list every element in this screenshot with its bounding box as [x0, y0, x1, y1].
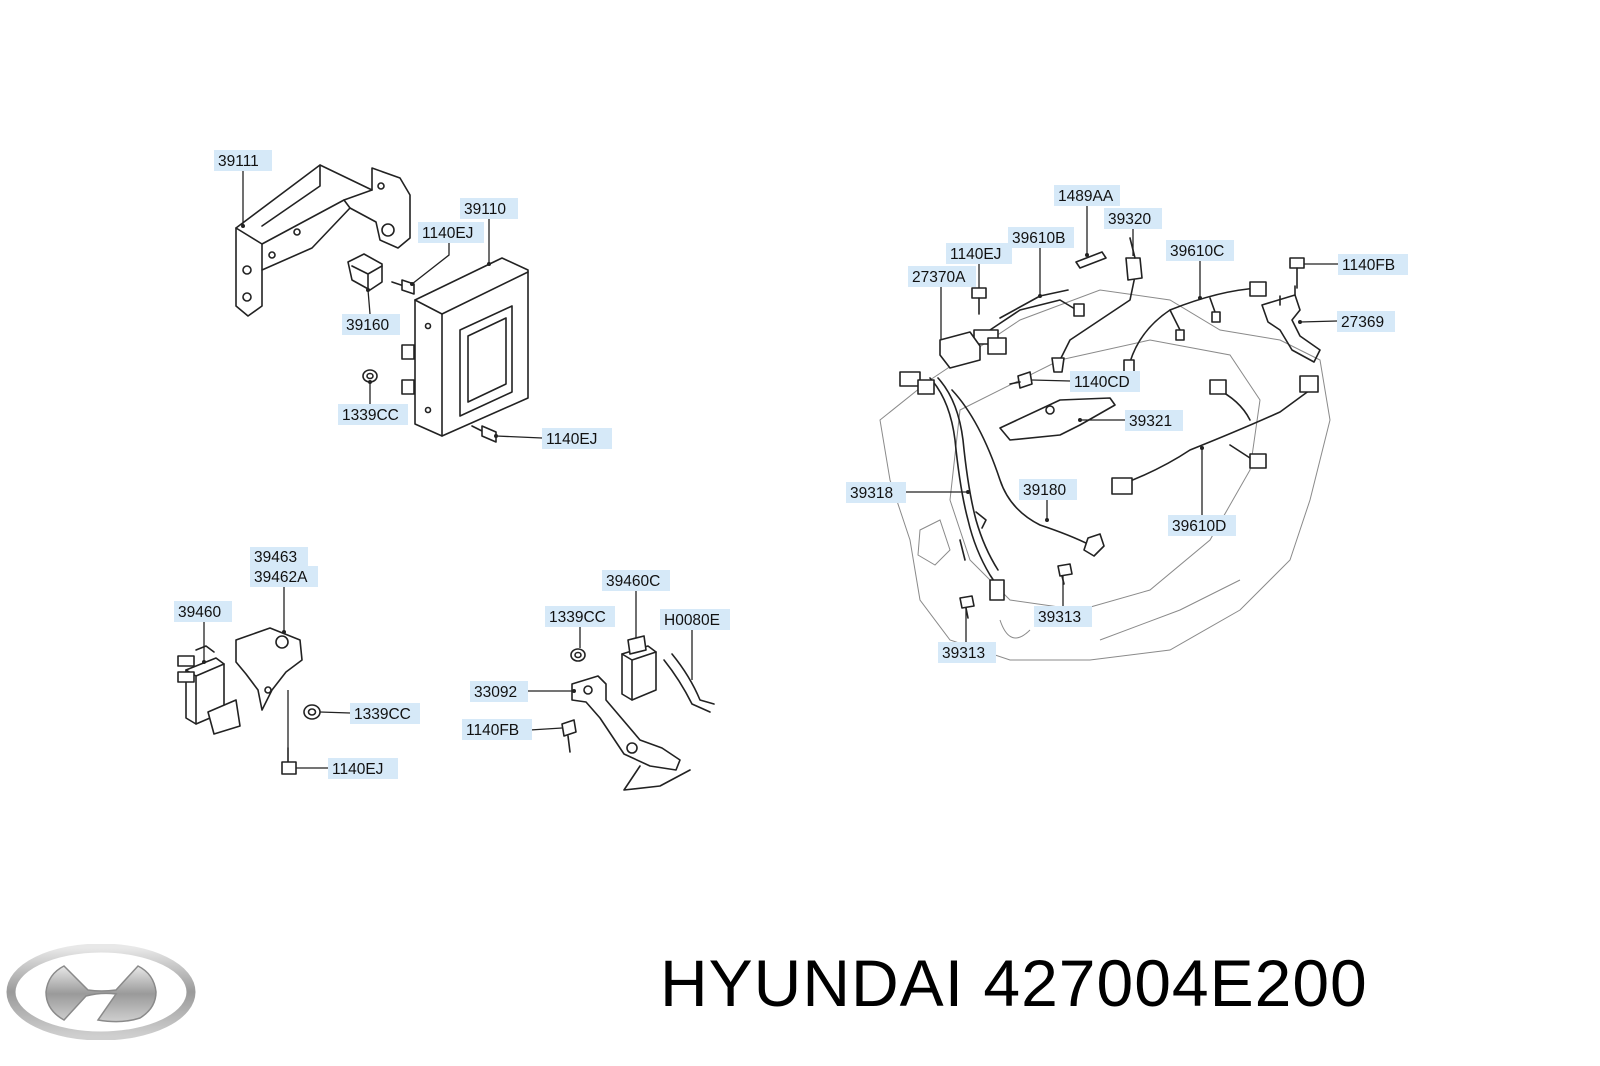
callout-label: 39110 — [464, 201, 506, 218]
callout-label: 1489AA — [1058, 188, 1114, 205]
callout-label: 39318 — [850, 485, 893, 502]
callout-label: 1140CD — [1074, 374, 1130, 391]
bolt-1140fb-part — [561, 719, 577, 753]
callout-39460: 39460 — [174, 601, 232, 622]
bolt-1140ej-part — [391, 279, 415, 295]
bolt-1140ej-bottom-part — [281, 747, 297, 775]
callout-39313-left: 39313 — [938, 642, 996, 663]
callout-label: 39463 — [254, 549, 297, 566]
callout-27369: 27369 — [1337, 311, 1395, 332]
callout-1140fb: 1140FB — [1338, 254, 1408, 275]
callout-39160: 39160 — [342, 314, 400, 335]
callout-39610d: 39610D — [1168, 515, 1236, 536]
callout-label: 39320 — [1108, 211, 1151, 228]
callout-39610b: 39610B — [1008, 227, 1074, 248]
callout-label: 1140FB — [1342, 257, 1395, 274]
ecu-module-part — [401, 257, 529, 437]
callout-39180: 39180 — [1019, 479, 1077, 500]
callout-label: 39460C — [606, 573, 660, 590]
callout-1339cc-lower: 1339CC — [350, 703, 420, 724]
callout-39463: 39463 — [250, 547, 308, 567]
callout-label: 33092 — [474, 684, 517, 701]
leader-lines — [202, 171, 1338, 769]
callout-1140ej-harness: 1140EJ — [946, 243, 1012, 264]
callout-label: 39111 — [218, 153, 259, 170]
callout-39460c: 39460C — [602, 570, 670, 591]
callout-label: 39160 — [346, 317, 389, 334]
callout-label: 39313 — [942, 645, 985, 662]
callout-39318: 39318 — [846, 482, 906, 503]
callout-27370a: 27370A — [908, 266, 976, 287]
callout-1140cd: 1140CD — [1070, 371, 1140, 392]
callout-label: 39462A — [254, 569, 308, 586]
callout-39110: 39110 — [460, 198, 518, 219]
engine-outline — [879, 289, 1331, 661]
callout-label: 39460 — [178, 604, 221, 621]
nut-1339cc-mid-part — [570, 648, 586, 662]
callout-1140fb-lower: 1140FB — [462, 719, 532, 740]
callout-label: 27370A — [912, 269, 966, 286]
callout-label: 1140FB — [466, 722, 519, 739]
valve-39460c-part — [621, 635, 657, 701]
callout-label: 1140EJ — [422, 225, 473, 242]
callout-1489aa: 1489AA — [1054, 185, 1120, 206]
bolt-1140ej-lower-part — [471, 425, 497, 443]
callout-label: 39610C — [1170, 243, 1224, 260]
callout-33092: 33092 — [470, 681, 528, 702]
callout-label: 39180 — [1023, 482, 1066, 499]
callout-label: 1339CC — [549, 609, 606, 626]
wiring-harness-part — [899, 237, 1321, 619]
callout-1339cc-mid: 1339CC — [545, 606, 615, 627]
solenoid-valve-39460-part — [177, 645, 241, 735]
callout-39462a: 39462A — [250, 566, 318, 587]
callout-39321: 39321 — [1125, 410, 1183, 431]
callout-label: 1140EJ — [332, 761, 383, 778]
callout-label: H0080E — [664, 612, 720, 629]
callout-39111: 39111 — [214, 150, 272, 171]
callout-39610c: 39610C — [1166, 240, 1234, 261]
callout-label: 39610B — [1012, 230, 1065, 247]
bracket-39463-part — [235, 627, 303, 711]
callout-39320: 39320 — [1104, 208, 1162, 229]
bracket-33092-part — [571, 675, 691, 791]
hyundai-logo-icon — [6, 944, 196, 1040]
callout-label: 39321 — [1129, 413, 1172, 430]
ecu-bracket-part — [235, 164, 411, 317]
callout-1140ej-lower: 1140EJ — [542, 428, 612, 449]
callout-h0080e: H0080E — [660, 609, 730, 630]
hose-h0080e-part — [663, 653, 715, 713]
sensor-39160-part — [347, 253, 383, 291]
callout-label: 39313 — [1038, 609, 1081, 626]
callout-label: 1140EJ — [546, 431, 597, 448]
callout-39313-right: 39313 — [1034, 606, 1092, 627]
callout-label: 39610D — [1172, 518, 1226, 535]
callout-1140ej-bottom: 1140EJ — [328, 758, 398, 779]
callout-label: 1339CC — [342, 407, 399, 424]
callout-label: 1140EJ — [950, 246, 1001, 263]
callout-label: 27369 — [1341, 314, 1384, 331]
callout-1140ej: 1140EJ — [418, 222, 484, 243]
callout-label: 1339CC — [354, 706, 411, 723]
callout-1339cc: 1339CC — [338, 404, 408, 425]
nut-1339cc-lower-part — [303, 704, 321, 720]
part-number-title: HYUNDAI 427004E200 — [660, 946, 1368, 1020]
